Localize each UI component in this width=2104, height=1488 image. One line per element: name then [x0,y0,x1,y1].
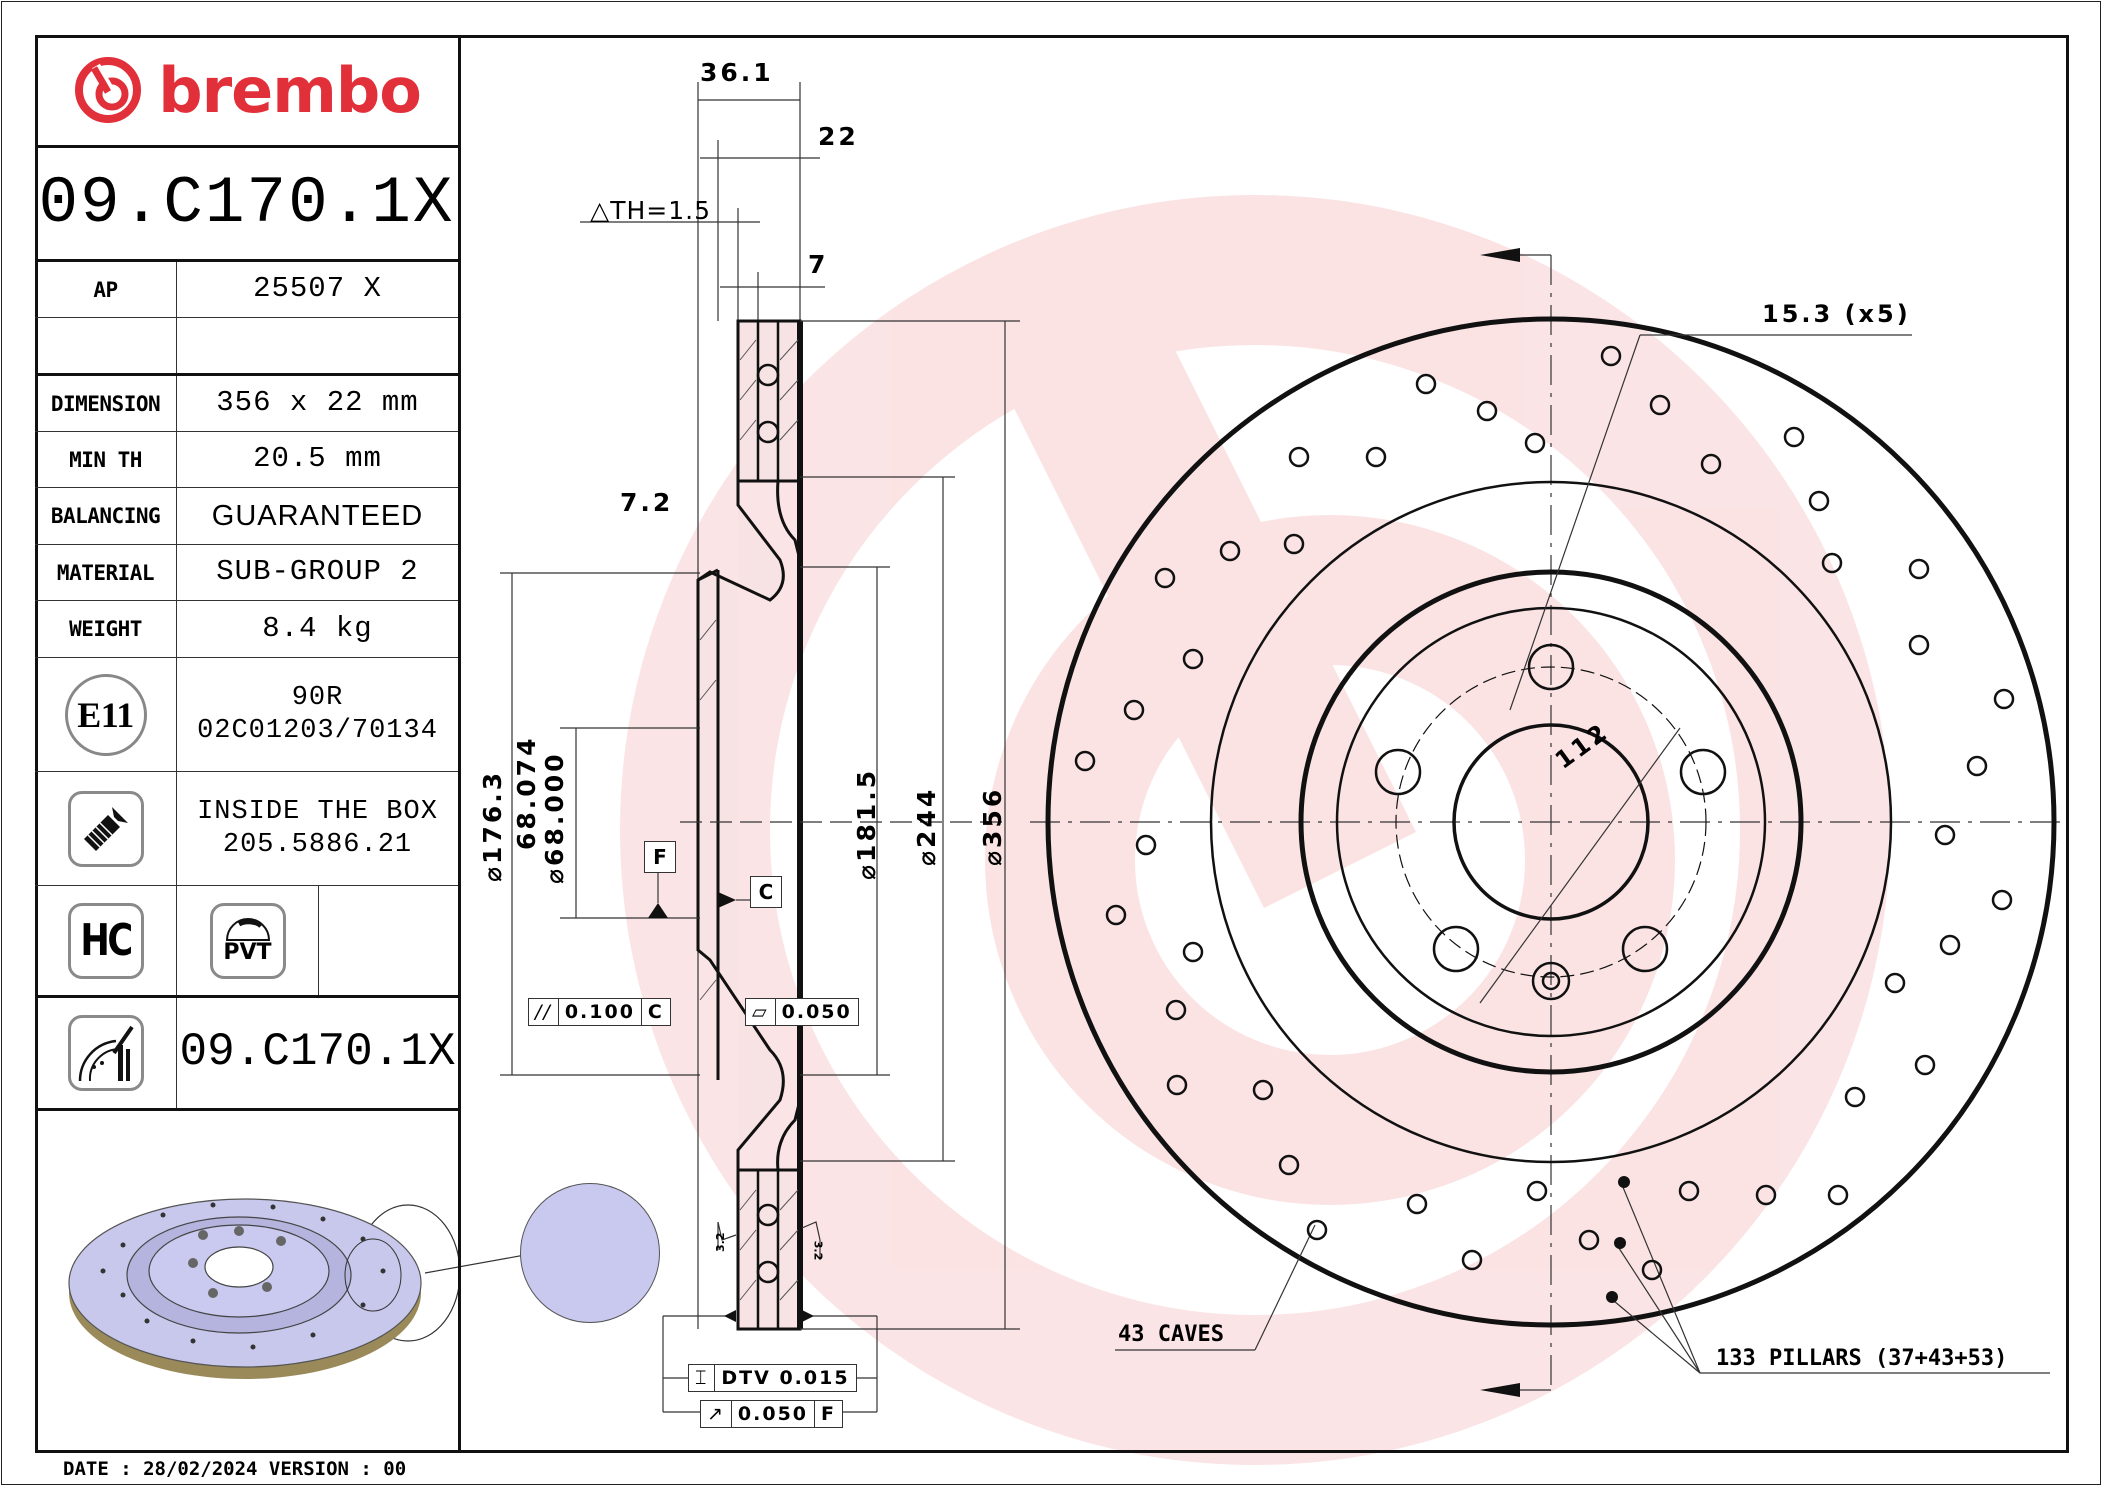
part-number-row: 09.C170.1X [35,148,458,262]
approval-number: 02C01203/70134 [197,715,438,746]
brembo-watermark-icon [620,195,1890,1465]
datum-f: F [644,841,676,873]
pvt-icon: PVT [209,902,286,979]
tol-flatness: ▱ 0.050 [745,998,859,1026]
e11-approval-icon: E11 [64,673,147,756]
hardware-note: INSIDE THE BOX [197,797,438,828]
spec-row-blank [35,318,458,376]
spec-row-ap: AP 25507 X [35,262,458,318]
spec-value: 8.4 kg [262,611,373,645]
pillars-callout: 133 PILLARS (37+43+53) [1716,1346,2008,1371]
dim-vane: 7 [808,250,829,279]
brembo-logo-icon [75,57,142,123]
runout-icon: ↗ [701,1401,732,1427]
roughness-right: 3.2 [811,1240,825,1261]
spec-value: 356 x 22 mm [216,386,419,420]
dim-dia-68-max: 68.074 [512,735,541,850]
spec-value: 20.5 mm [253,442,382,476]
hc-badge-cell: HC [35,886,177,995]
spec-label: BALANCING [35,488,177,544]
parallelism-icon: // [529,999,559,1025]
spec-label [35,318,177,373]
spec-label: AP [35,262,177,317]
approval-values: 90R 02C01203/70134 [177,658,458,771]
disc-3d-render [63,1175,433,1385]
hardware-values: INSIDE THE BOX 205.5886.21 [177,772,458,885]
spec-row-balancing: BALANCING GUARANTEED [35,488,458,545]
approval-row: E11 90R 02C01203/70134 [35,658,458,772]
spec-label: MATERIAL [35,545,177,600]
coating-part-number: 09.C170.1X [179,1026,456,1079]
hc-icon: HC [67,902,144,979]
dim-dia-356: ⌀356 [978,786,1007,866]
drill-detail-bubble [520,1183,660,1323]
title-block: brembo 09.C170.1X AP 25507 X DIMENSION 3… [35,35,461,1453]
datum-c: C [750,876,782,908]
disc-cross-section [500,82,1020,1413]
bolt-hole-callout: 15.3 (x5) [1762,300,1911,328]
section-arrow-top-icon [1480,248,1520,262]
flatness-value: 0.050 [781,1001,852,1023]
hardware-row: INSIDE THE BOX 205.5886.21 [35,772,458,886]
spec-label: DIMENSION [35,376,177,431]
hardware-part-number: 205.5886.21 [222,829,413,860]
disc-front-view [1030,248,2060,1397]
spec-value [177,318,458,373]
pillar-markers [1606,1176,1630,1303]
coating-row: 09.C170.1X [35,998,458,1111]
dtv-icon: ⌶ [689,1365,716,1391]
drilled-holes [1074,345,2015,1281]
dim-delta-th: △TH=1.5 [590,196,712,225]
dim-dia-176: ⌀176.3 [478,769,507,882]
runout-value: 0.050 [732,1401,816,1427]
spec-row-weight: WEIGHT 8.4 kg [35,601,458,658]
dim-overall-width: 36.1 [700,58,774,87]
spec-value: 25507 X [253,272,382,306]
badges-row: HC PVT [35,886,458,998]
dim-dia-244: ⌀244 [912,786,941,866]
spec-row-material: MATERIAL SUB-GROUP 2 [35,545,458,601]
runout-datum: F [821,1403,837,1425]
spec-row-dimension: DIMENSION 356 x 22 mm [35,376,458,432]
disc-coating-icon [67,1015,144,1091]
brand-logo: brembo [35,35,458,148]
spec-value: GUARANTEED [211,499,424,532]
dim-thickness: 22 [818,122,859,151]
parallelism-datum: C [647,1001,664,1023]
caves-callout: 43 CAVES [1118,1322,1224,1347]
flatness-icon: ▱ [746,999,776,1025]
hardware-icon-cell [35,772,177,885]
approval-icon-cell: E11 [35,658,177,771]
pvt-badge-cell: PVT [177,886,319,995]
roughness-left: 3.2 [714,1232,727,1253]
dtv-value: DTV 0.015 [721,1367,850,1389]
tol-parallelism: // 0.100 C [528,998,671,1026]
section-arrow-bottom-icon [1480,1383,1520,1397]
spec-row-min-th: MIN TH 20.5 mm [35,432,458,488]
parallelism-value: 0.100 [559,999,642,1025]
spec-label: WEIGHT [35,601,177,657]
brand-name: brembo [158,53,422,127]
dim-hat-wall: 7.2 [620,488,674,517]
coating-icon-cell [35,998,177,1108]
screw-icon [67,790,144,867]
tol-runout: ↗ 0.050 F [700,1400,844,1428]
spec-value: SUB-GROUP 2 [216,555,419,589]
bolt-holes [1374,643,1727,1001]
part-number: 09.C170.1X [38,166,455,241]
tol-dtv: ⌶ DTV 0.015 [688,1364,857,1392]
dim-dia-68-min: ⌀68.000 [540,751,569,884]
dim-dia-181: ⌀181.5 [852,767,881,880]
date-version: DATE : 28/02/2024 VERSION : 00 [63,1458,407,1480]
spec-label: MIN TH [35,432,177,487]
drawing-frame [35,35,2069,1453]
approval-regulation: 90R [291,683,344,714]
